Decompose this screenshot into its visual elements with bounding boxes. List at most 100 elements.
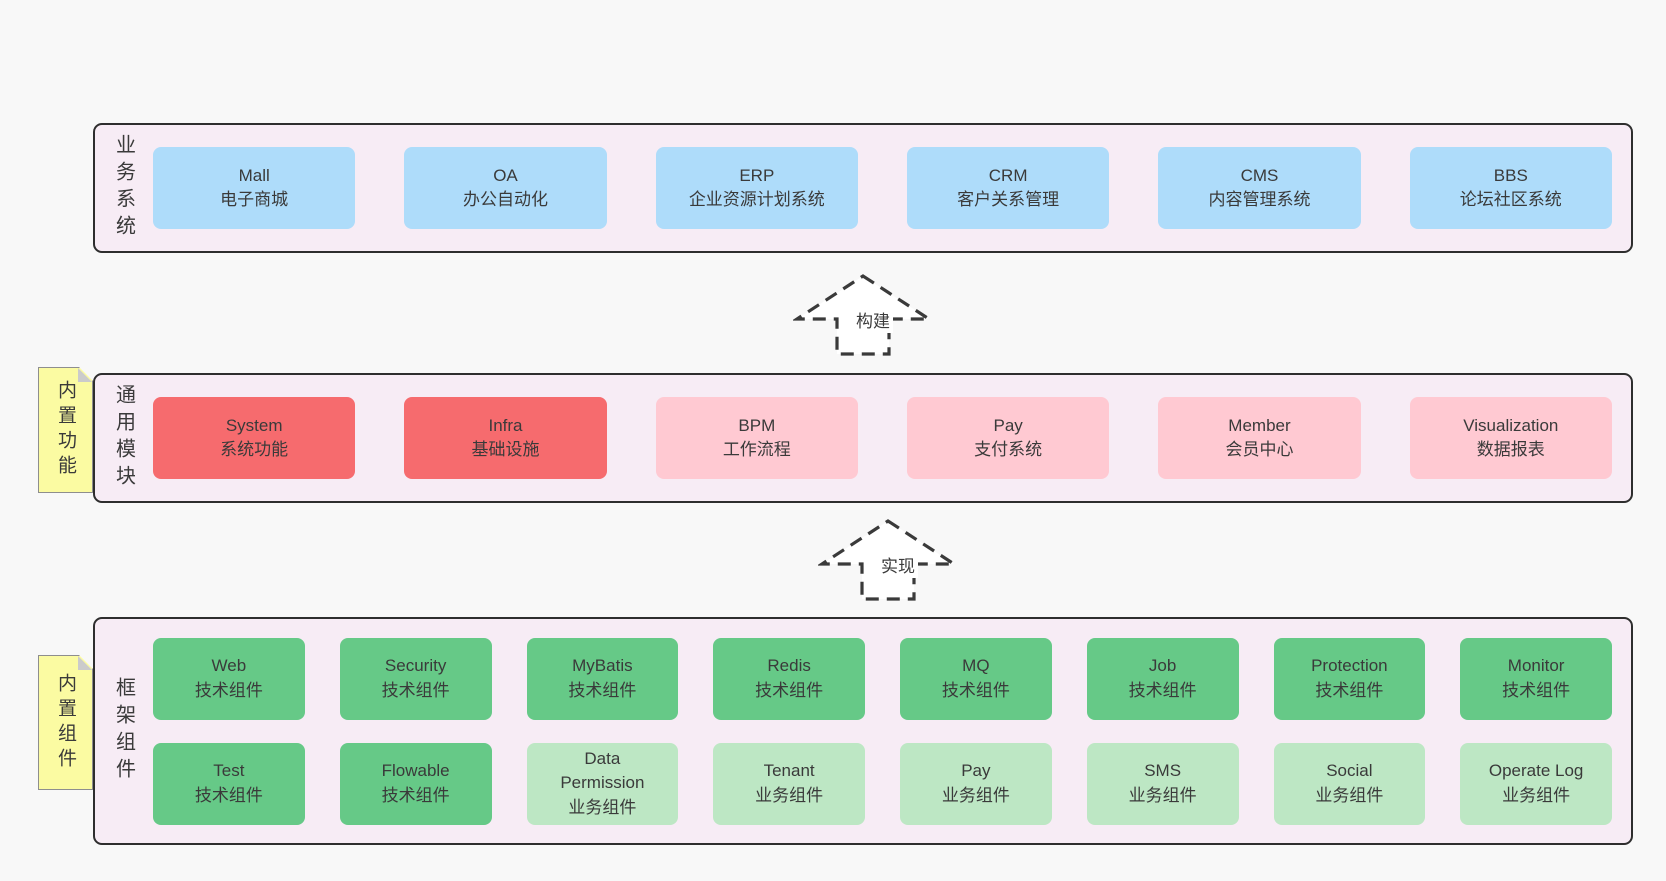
box-monitor: Monitor 技术组件	[1460, 637, 1612, 720]
box-test: Test 技术组件	[153, 742, 305, 825]
box-title: OA	[493, 165, 518, 185]
box-subtitle: 会员中心	[1225, 440, 1294, 459]
panel-label: 框架组件	[112, 677, 135, 785]
box-title: Job	[1148, 656, 1177, 676]
box-title: ERP	[739, 165, 775, 185]
box-bbs: BBS 论坛社区系统	[1409, 147, 1612, 229]
box-pay-component: Pay 业务组件	[900, 742, 1052, 825]
panel-label: 通用模块	[112, 384, 135, 492]
box-subtitle: 企业资源计划系统	[688, 190, 825, 209]
box-title: MQ	[962, 656, 990, 676]
components-row-1: Web 技术组件 Security 技术组件 MyBatis 技术组件 Redi…	[153, 637, 1612, 720]
folded-corner-icon	[78, 656, 92, 670]
box-data-permission: Data Permission 业务组件	[526, 742, 679, 825]
box-subtitle: 技术组件	[755, 680, 824, 700]
box-subtitle: 技术组件	[381, 680, 450, 700]
box-title: CMS	[1240, 165, 1279, 185]
box-mall: Mall 电子商城	[153, 147, 356, 229]
box-title: Web	[211, 656, 247, 676]
box-subtitle: 工作流程	[722, 440, 791, 459]
box-subtitle: 技术组件	[194, 785, 263, 805]
box-subtitle: 业务组件	[755, 785, 824, 805]
common-modules-panel: 通用模块 System 系统功能 Infra 基础设施 BPM 工作流程 Pay…	[93, 373, 1633, 503]
box-title: Operate Log	[1488, 761, 1584, 781]
box-web: Web 技术组件	[153, 637, 305, 720]
box-crm: CRM 客户关系管理	[906, 147, 1110, 229]
arrow-label: 实现	[878, 551, 918, 578]
box-redis: Redis 技术组件	[713, 637, 865, 720]
box-title: Data Permission	[560, 749, 645, 793]
box-subtitle: 基础设施	[471, 440, 540, 459]
box-subtitle: 数据报表	[1476, 440, 1545, 459]
box-erp: ERP 企业资源计划系统	[655, 147, 858, 229]
box-title: Infra	[488, 415, 523, 435]
box-subtitle: 技术组件	[568, 680, 637, 700]
box-job: Job 技术组件	[1086, 637, 1239, 720]
box-subtitle: 技术组件	[1128, 680, 1197, 700]
box-subtitle: 技术组件	[1502, 680, 1571, 700]
box-title: Test	[213, 761, 245, 781]
box-subtitle: 业务组件	[941, 785, 1010, 805]
box-title: Protection	[1311, 656, 1388, 676]
box-subtitle: 客户关系管理	[957, 190, 1060, 209]
box-mybatis: MyBatis 技术组件	[526, 637, 679, 720]
box-title: SMS	[1144, 761, 1182, 781]
box-title: Mall	[238, 165, 270, 185]
box-title: BPM	[738, 415, 776, 435]
box-title: Member	[1228, 415, 1291, 435]
box-oa: OA 办公自动化	[404, 147, 607, 229]
framework-components-panel: 框架组件 Web 技术组件 Security 技术组件 MyBatis 技术组件…	[93, 617, 1633, 845]
box-tenant: Tenant 业务组件	[713, 742, 865, 825]
box-subtitle: 电子商城	[220, 190, 289, 209]
box-subtitle: 技术组件	[1315, 680, 1384, 700]
box-title: Social	[1326, 761, 1373, 781]
panel-label-column: 通用模块	[95, 375, 153, 501]
box-title: CRM	[988, 165, 1028, 185]
box-title: Security	[384, 656, 447, 676]
business-boxes-row: Mall 电子商城 OA 办公自动化 ERP 企业资源计划系统 CRM 客户关系…	[153, 125, 1631, 251]
box-title: Redis	[767, 656, 811, 676]
folded-corner-icon	[78, 368, 92, 382]
box-subtitle: 支付系统	[974, 440, 1043, 459]
box-visualization: Visualization 数据报表	[1409, 397, 1612, 479]
box-title: System	[225, 415, 283, 435]
box-mq: MQ 技术组件	[900, 637, 1052, 720]
box-title: Pay	[993, 415, 1023, 435]
arrow-implement: 实现	[818, 518, 958, 602]
sticky-note-built-in-components: 内置组件	[38, 655, 93, 790]
sticky-label: 内置组件	[55, 672, 76, 773]
box-subtitle: 技术组件	[381, 785, 450, 805]
box-pay: Pay 支付系统	[906, 397, 1110, 479]
panel-label-column: 业务系统	[95, 125, 153, 251]
box-member: Member 会员中心	[1158, 397, 1361, 479]
box-title: Monitor	[1507, 656, 1565, 676]
arrow-label: 构建	[853, 306, 893, 333]
box-subtitle: 业务组件	[1128, 785, 1197, 805]
box-subtitle: 业务组件	[1315, 785, 1384, 805]
panel-label: 业务系统	[112, 134, 135, 242]
box-title: Tenant	[763, 761, 815, 781]
box-subtitle: 论坛社区系统	[1459, 190, 1562, 209]
sticky-note-built-in-features: 内置功能	[38, 367, 93, 493]
box-operate-log: Operate Log 业务组件	[1460, 742, 1612, 825]
box-cms: CMS 内容管理系统	[1158, 147, 1361, 229]
box-subtitle: 技术组件	[941, 680, 1010, 700]
box-subtitle: 办公自动化	[462, 190, 548, 209]
components-row-2: Test 技术组件 Flowable 技术组件 Data Permission …	[153, 742, 1612, 825]
box-protection: Protection 技术组件	[1273, 637, 1426, 720]
box-title: MyBatis	[572, 656, 633, 676]
box-title: Visualization	[1463, 415, 1559, 435]
components-grid: Web 技术组件 Security 技术组件 MyBatis 技术组件 Redi…	[153, 619, 1631, 843]
box-subtitle: 技术组件	[194, 680, 263, 700]
box-social: Social 业务组件	[1273, 742, 1426, 825]
arrow-build: 构建	[793, 273, 933, 357]
business-systems-panel: 业务系统 Mall 电子商城 OA 办公自动化 ERP 企业资源计划系统 CRM…	[93, 123, 1633, 253]
box-subtitle: 业务组件	[568, 797, 637, 817]
box-sms: SMS 业务组件	[1086, 742, 1239, 825]
box-subtitle: 业务组件	[1502, 785, 1571, 805]
sticky-label: 内置功能	[55, 380, 76, 480]
box-flowable: Flowable 技术组件	[339, 742, 492, 825]
box-subtitle: 内容管理系统	[1208, 190, 1311, 209]
modules-boxes-row: System 系统功能 Infra 基础设施 BPM 工作流程 Pay 支付系统…	[153, 375, 1631, 501]
box-system: System 系统功能	[153, 397, 356, 479]
